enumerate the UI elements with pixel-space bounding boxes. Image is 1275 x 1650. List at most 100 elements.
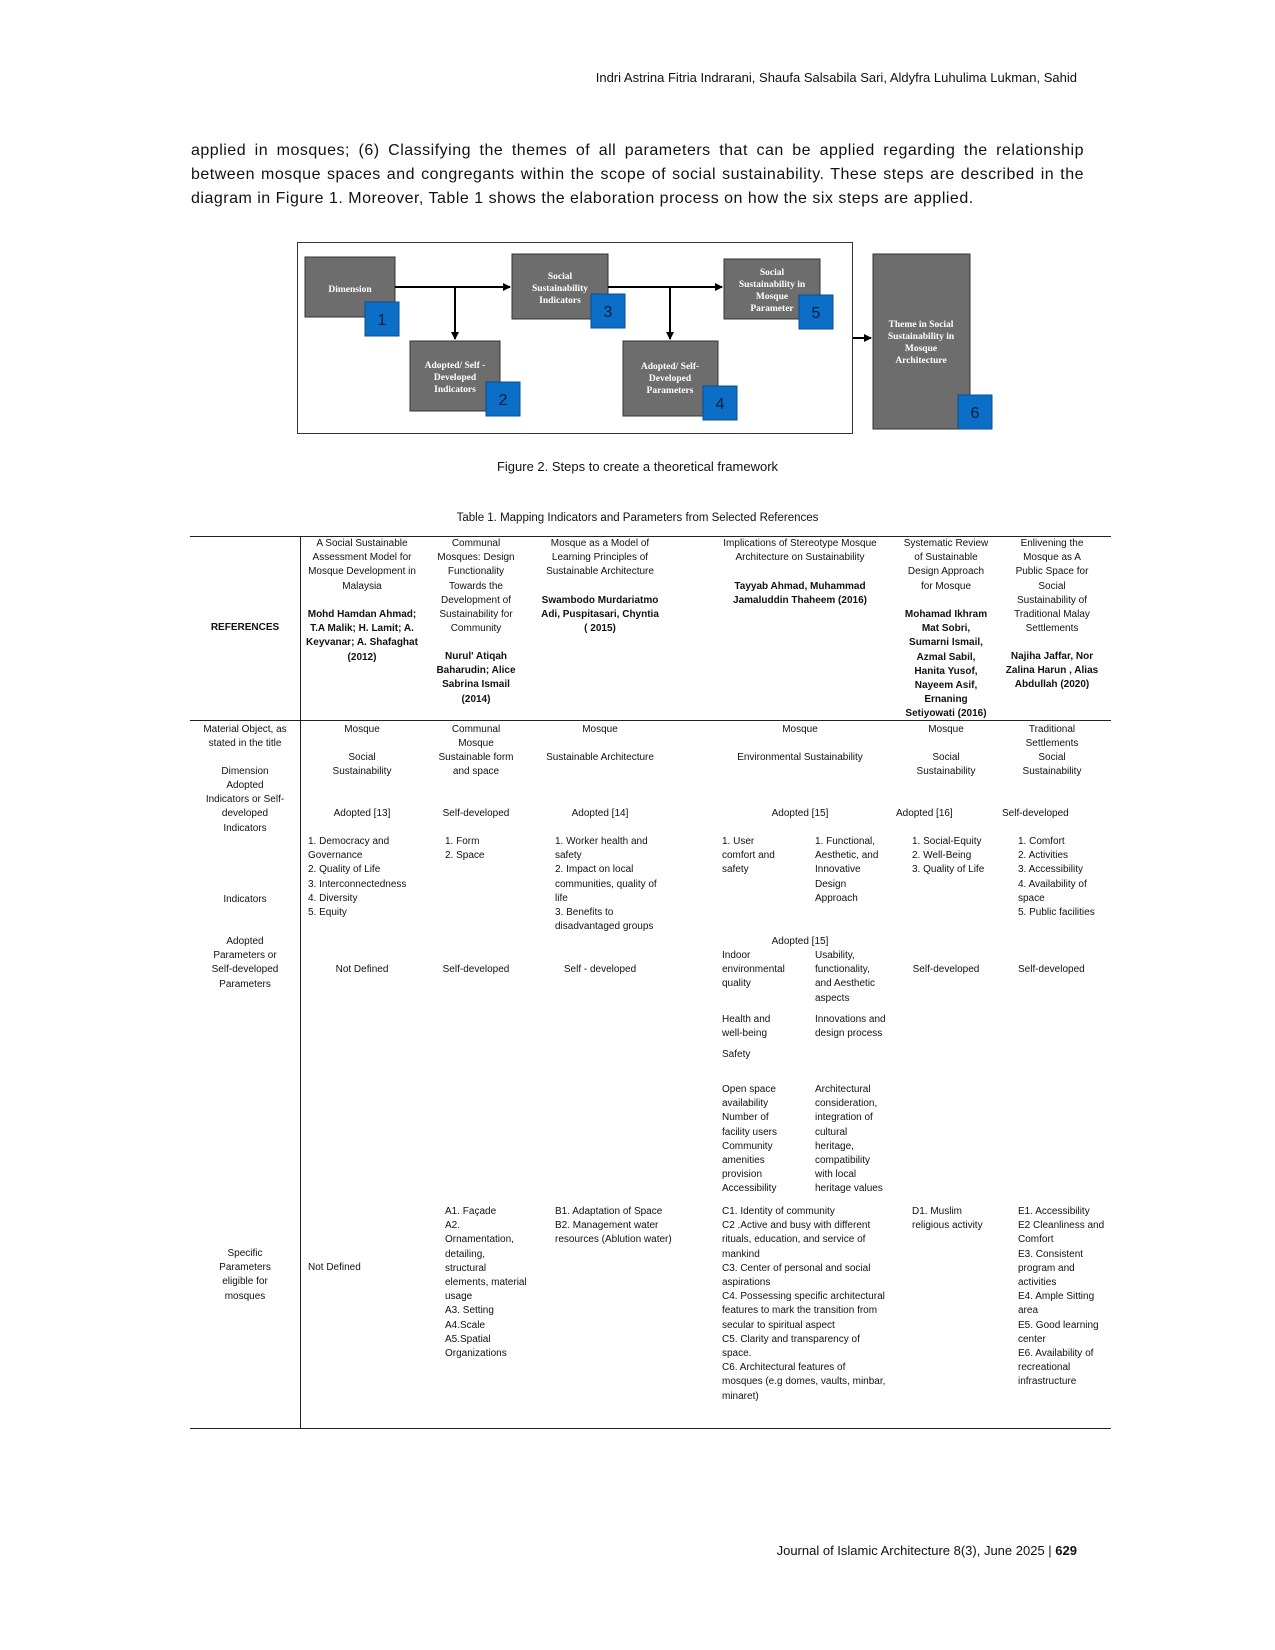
adopted-ind-c: Adopted [14] (571, 808, 629, 819)
specific-b: A1. Façade A2. Ornamentation, detailing,… (445, 1206, 527, 1360)
ref-b-authors: Nurul' Atiqah Baharudin; Alice Sabrina I… (436, 651, 516, 705)
adopted-ind-f: Self-developed (1002, 808, 1069, 819)
step-badge-5-number: 5 (812, 305, 821, 322)
material-e: Mosque (928, 724, 964, 735)
diagram-frame (297, 242, 853, 434)
box-adopted-parameters (622, 340, 719, 417)
ref-e-authors: Mohamad Ikhram Mat Sobri, Sumarni Ismail… (904, 609, 988, 720)
box-parameter-label: Mosque (756, 292, 788, 302)
adopted-par-d2a: Usability, functionality, and Aesthetic … (815, 950, 876, 1004)
material-a: Mosque (344, 724, 380, 735)
box-theme-label: Architecture (895, 356, 946, 366)
step-badge-4-number: 4 (716, 396, 725, 413)
step-badge-3-number: 3 (604, 304, 613, 321)
ref-a-title: A Social Sustainable Assessment Model fo… (308, 538, 416, 592)
box-parameter-label: Sustainability in (739, 280, 806, 290)
material-b: Communal Mosque (451, 724, 501, 750)
box-theme-label: Mosque (905, 344, 937, 354)
box-adopted-indicators-label: Indicators (434, 385, 476, 395)
table-caption: Table 1. Mapping Indicators and Paramete… (456, 512, 819, 524)
adopted-ind-a: Adopted [13] (333, 808, 391, 819)
indicators-d1: 1. User comfort and safety (722, 836, 775, 876)
adopted-ind-d: Adopted [15] (771, 808, 829, 819)
step-badge-2 (485, 381, 521, 417)
indicators-a: 1. Democracy and Governance 2. Quality o… (308, 836, 407, 919)
framework-diagram: Dimension Social Sustainability Indicato… (297, 242, 993, 434)
specific-e: D1. Muslim religious activity (912, 1206, 983, 1232)
row-label-adopted-parameters: Adopted Parameters or Self-developed Par… (211, 936, 279, 990)
box-adopted-parameters-label: Adopted/ Self- (641, 362, 699, 372)
dimension-c: Sustainable Architecture (546, 752, 654, 763)
adopted-par-d1d: Open space availability Number of facili… (722, 1084, 778, 1195)
step-badge-6-number: 6 (971, 405, 980, 422)
specific-c: B1. Adaptation of Space B2. Management w… (555, 1206, 672, 1246)
box-theme (872, 253, 971, 430)
mapping-table: REFERENCES Material Object, as stated in… (190, 536, 1111, 1429)
specific-d: C1. Identity of community C2 .Active and… (722, 1206, 886, 1402)
indicators-e: 1. Social-Equity 2. Well-Being 3. Qualit… (912, 836, 985, 876)
row-label-dimension: Dimension (221, 766, 269, 777)
ref-d-title: Implications of Stereotype Mosque Archit… (723, 538, 877, 564)
adopted-par-d2d: Architectural consideration, integration… (815, 1084, 883, 1195)
box-adopted-parameters-label: Parameters (647, 386, 694, 396)
adopted-par-a: Not Defined (335, 964, 389, 975)
adopted-ind-e: Adopted [16] (896, 808, 953, 819)
step-badge-3 (590, 293, 626, 329)
dimension-d: Environmental Sustainability (737, 752, 863, 763)
box-parameter-label: Social (760, 268, 785, 278)
specific-a: Not Defined (308, 1262, 361, 1273)
ref-b-title: Communal Mosques: Design Functionality T… (437, 538, 515, 635)
dimension-b: Sustainable form and space (438, 752, 514, 778)
box-parameter-label: Parameter (750, 304, 794, 314)
box-adopted-indicators-label: Adopted/ Self - (425, 361, 486, 371)
row-label-indicators: Indicators (223, 894, 267, 905)
box-indicators-label: Social (548, 272, 573, 282)
ref-f-title: Enlivening the Mosque as A Public Space … (1014, 538, 1090, 635)
indicators-d2: 1. Functional, Aesthetic, and Innovative… (815, 836, 879, 904)
indicators-c: 1. Worker health and safety 2. Impact on… (555, 836, 657, 933)
material-c: Mosque (582, 724, 618, 735)
ref-e-title: Systematic Review of Sustainable Design … (903, 538, 989, 592)
box-adopted-indicators-label: Developed (434, 373, 477, 383)
figure-caption: Figure 2. Steps to create a theoretical … (496, 459, 779, 474)
adopted-par-d2b: Innovations and design process (815, 1014, 886, 1040)
step-badge-1-number: 1 (378, 312, 387, 329)
row-label-specific: Specific Parameters eligible for mosques (219, 1248, 271, 1302)
adopted-par-c: Self - developed (563, 964, 637, 975)
row-label-material: Material Object, as stated in the title (203, 724, 287, 750)
page-footer: Journal of Islamic Architecture 8(3), Ju… (777, 1543, 1077, 1558)
row-label-references: REFERENCES (210, 622, 280, 633)
step-badge-4 (702, 385, 738, 421)
ref-d-authors: Tayyab Ahmad, Muhammad Jamaluddin Thahee… (733, 581, 867, 607)
adopted-ind-b: Self-developed (442, 808, 510, 819)
row-label-adopted-indicators: Adopted Indicators or Self- developed In… (205, 780, 285, 834)
ref-a-authors: Mohd Hamdan Ahmad; T.A Malik; H. Lamit; … (306, 609, 418, 663)
box-theme-label: Theme in Social (889, 320, 954, 330)
step-badge-5 (798, 294, 834, 330)
material-f: Traditional Settlements (1025, 724, 1079, 750)
box-adopted-parameters-label: Developed (649, 374, 692, 384)
journal-info: Journal of Islamic Architecture 8(3), Ju… (776, 1543, 1052, 1558)
ref-c-title: Mosque as a Model of Learning Principles… (546, 538, 654, 578)
box-adopted-indicators (409, 340, 501, 412)
box-theme-label: Sustainability in (888, 332, 955, 342)
specific-f: E1. Accessibility E2 Cleanliness and Com… (1018, 1206, 1105, 1388)
box-indicators-label: Indicators (539, 296, 581, 306)
material-d: Mosque (782, 724, 818, 735)
ref-c-authors: Swambodo Murdariatmo Adi, Puspitasari, C… (541, 595, 659, 635)
page-number: 629 (1055, 1543, 1077, 1558)
box-dimension-label: Dimension (328, 285, 372, 295)
step-badge-2-number: 2 (499, 392, 508, 409)
box-indicators-label: Sustainability (532, 284, 588, 294)
step-badge-1 (364, 301, 400, 337)
indicators-b: 1. Form 2. Space (445, 836, 485, 862)
adopted-par-d1a: Indoor environmental quality (722, 950, 785, 990)
adopted-par-e: Self-developed (912, 964, 980, 975)
adopted-par-d1b: Health and well-being (722, 1014, 771, 1040)
dimension-f: Social Sustainability (1022, 752, 1082, 778)
adopted-par-b: Self-developed (442, 964, 510, 975)
running-header: Indri Astrina Fitria Indrarani, Shaufa S… (595, 70, 1077, 85)
adopted-par-d-head: Adopted [15] (771, 936, 829, 947)
ref-f-authors: Najiha Jaffar, Nor Zalina Harun , Alias … (1005, 651, 1099, 691)
dimension-e: Social Sustainability (916, 752, 976, 778)
